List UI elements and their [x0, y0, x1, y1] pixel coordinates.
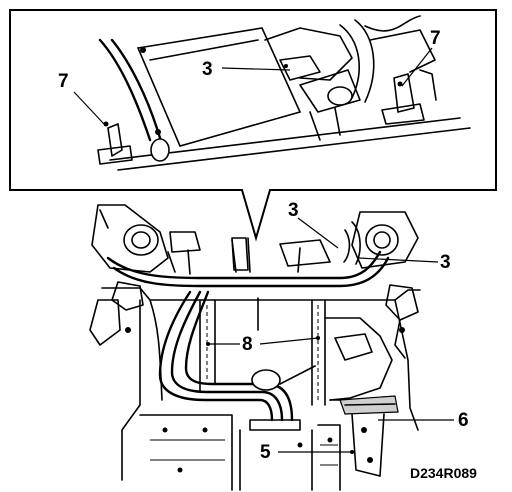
rear-floor — [139, 414, 341, 491]
left-suspension-mount — [89, 204, 169, 346]
right-suspension-mount — [351, 211, 419, 359]
callout-main-3-top: 3 — [288, 200, 299, 221]
floor-pan — [101, 287, 421, 481]
callout-main-6: 6 — [458, 410, 469, 431]
callout-inset-3: 3 — [202, 59, 213, 80]
callout-inset-7-right: 7 — [430, 28, 441, 49]
callout-main-8: 8 — [242, 334, 253, 355]
rear-bracket — [339, 395, 399, 477]
underbody-view — [89, 204, 421, 491]
callout-labels: 3 7 7 3 3 8 6 5 D234R089 — [58, 28, 477, 481]
line-bundle — [158, 290, 313, 491]
tank-area — [251, 317, 393, 401]
leader-lines — [73, 47, 454, 454]
callout-main-5: 5 — [260, 442, 271, 463]
callout-main-3-right: 3 — [440, 252, 451, 273]
drawing-code: D234R089 — [410, 465, 477, 481]
crossmember — [106, 221, 390, 288]
inset-view — [9, 9, 497, 242]
callout-inset-7-left: 7 — [58, 71, 69, 92]
